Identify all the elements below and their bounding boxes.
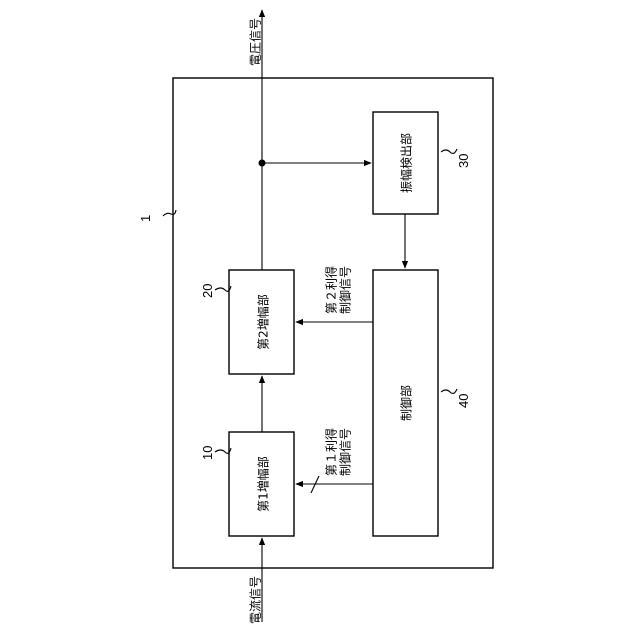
gain1-label-line2: 制御信号 bbox=[338, 428, 353, 476]
input-signal-label: 電流信号 bbox=[249, 576, 263, 624]
device-frame bbox=[173, 78, 493, 568]
detector-ref: 30 bbox=[456, 154, 471, 168]
gain1-label-line1: 第１利得 bbox=[324, 428, 339, 476]
first-amplifier-ref: 10 bbox=[200, 446, 215, 460]
controller-ref: 40 bbox=[456, 394, 471, 408]
gain2-label-line1: 第２利得 bbox=[324, 266, 339, 314]
controller-label: 制御部 bbox=[399, 385, 414, 421]
first-amplifier-label: 第1増幅部 bbox=[256, 456, 271, 512]
second-amplifier-label: 第2増幅部 bbox=[256, 294, 271, 350]
output-signal-label: 電圧信号 bbox=[249, 18, 263, 66]
device-ref-number: 1 bbox=[138, 215, 153, 222]
gain2-label-line2: 制御信号 bbox=[338, 266, 353, 314]
second-amplifier-ref: 20 bbox=[200, 284, 215, 298]
amplitude-detector-label: 振幅検出部 bbox=[399, 133, 414, 193]
